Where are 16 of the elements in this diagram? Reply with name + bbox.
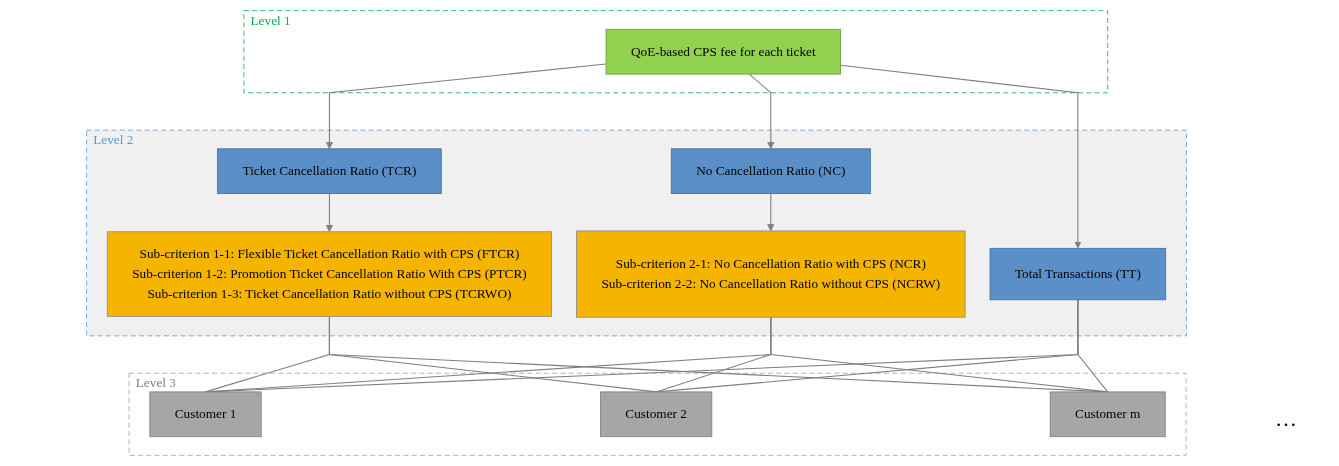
arrow xyxy=(840,64,1082,249)
arrow xyxy=(767,193,775,232)
node-box: QoE-based CPS fee for each ticket xyxy=(605,28,841,75)
node-box: Sub-criterion 1-1: Flexible Ticket Cancellation Ratio with CPS (FTCR) Sub-criterion 1-2: Promotion Ticket Cancellation Ratio With CPS (PTCR) Sub-criterion 1-3: Ticket Cancellation Ratio without CPS (TCRWO) xyxy=(106,231,552,317)
node-box: Sub-criterion 2-1: No Cancellation Ratio with CPS (NCR) Sub-criterion 2-2: No Cancellation Ratio without CPS (NCRW) xyxy=(576,230,966,318)
node-box: No Cancellation Ratio (NC) xyxy=(670,148,871,194)
arrow xyxy=(748,73,775,150)
node-box: Customer 2 xyxy=(600,391,713,438)
arrow xyxy=(325,193,334,233)
ellipsis-label: … xyxy=(1275,406,1298,432)
arrow xyxy=(325,63,607,150)
node-box: Customer m xyxy=(1049,391,1166,438)
node-box: Ticket Cancellation Ratio (TCR) xyxy=(217,148,442,194)
connector xyxy=(1077,299,1109,393)
node-box: Total Transactions (TT) xyxy=(989,247,1167,301)
node-box: Customer 1 xyxy=(149,391,262,438)
